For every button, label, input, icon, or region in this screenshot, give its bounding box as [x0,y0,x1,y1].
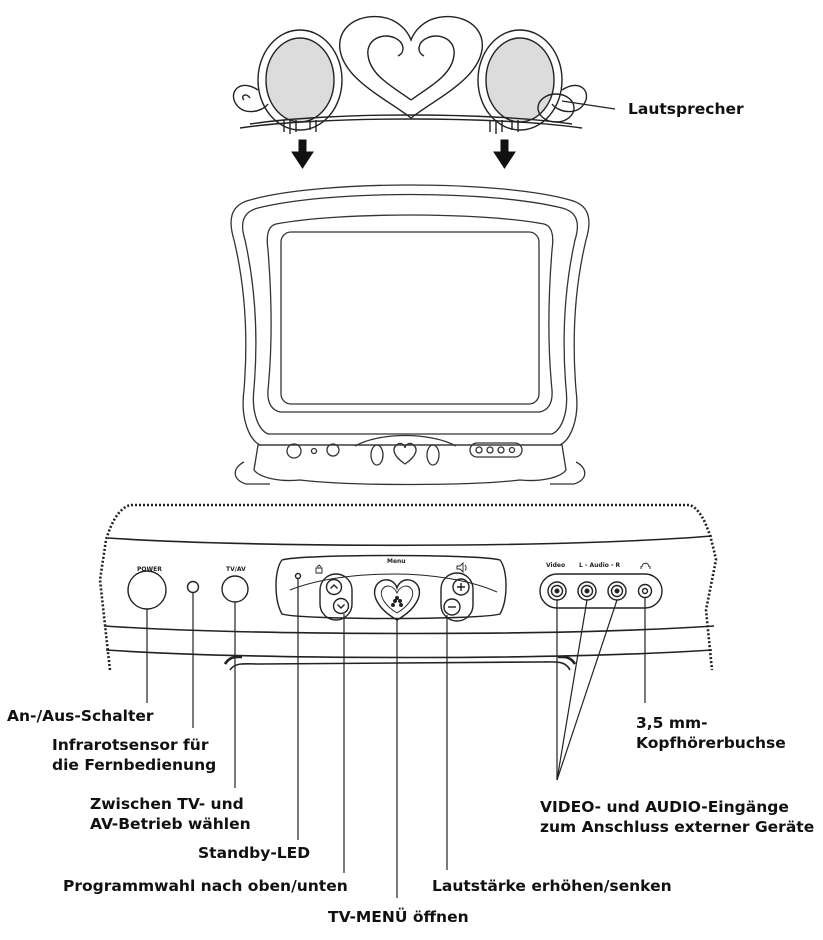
tv-set [230,184,590,486]
label-standby-led: Standby-LED [198,844,311,862]
speaker-volume-icon [456,561,467,574]
channel-rocker [319,573,353,621]
tv-screen-bezel [266,214,554,413]
menu-recess [275,554,507,620]
panel-dotted-border [98,503,718,671]
video-text: Video [546,562,565,569]
label-power-switch: An-/Aus-Schalter [7,707,154,725]
menu-heart-button [373,579,421,621]
callout-lines [146,579,646,898]
label-av-inputs-line2: zum Anschluss externer Geräte [540,818,815,836]
label-program-select: Programmwahl nach oben/unten [63,877,348,895]
tv-base [253,444,567,486]
speaker-right-grille [485,37,555,123]
speaker-assembly [232,15,588,134]
label-ir-sensor-line1: Infrarotsensor für [52,736,209,754]
channel-up-button [325,578,343,596]
standby-led [294,572,302,580]
speaker-right-housing [477,29,563,131]
speaker-callout-line [561,100,616,110]
jack-panel [539,573,663,609]
audio-text: L - Audio - R [579,562,621,569]
heart-ornament [339,15,483,119]
label-headphone: 3,5 mm- Kopfhörerbuchse [636,713,786,753]
ir-sensor [186,580,200,594]
speaker-left-housing [257,29,343,131]
label-speaker: Lautsprecher [628,100,744,118]
volume-down-button [443,598,461,616]
volume-rocker [440,572,474,622]
headphone-icon [640,562,651,569]
volume-up-button [452,578,470,596]
label-ir-sensor-line2: die Fernbedienung [52,756,217,774]
channel-icon [315,564,323,574]
tv-av-button [221,575,249,603]
label-headphone-line1: 3,5 mm- [636,714,708,732]
mount-arrows [291,139,516,169]
menu-text: Menu [387,558,406,565]
label-headphone-line2: Kopfhörerbuchse [636,734,786,752]
label-menu: TV-MENÜ öffnen [328,908,469,926]
label-ir-sensor: Infrarotsensor für die Fernbedienung [52,735,216,775]
label-av-inputs-line1: VIDEO- und AUDIO-Eingänge [540,798,789,816]
tv-screen [280,231,540,405]
label-volume: Lautstärke erhöhen/senken [432,877,672,895]
power-button-ring [127,570,167,610]
tvav-text: TV/AV [226,566,246,573]
speaker-left-grille [265,37,335,123]
channel-down-button [332,597,350,615]
power-text: POWER [137,566,162,573]
label-tv-av-line1: Zwischen TV- und [90,795,244,813]
label-av-inputs: VIDEO- und AUDIO-Eingänge zum Anschluss … [540,797,814,837]
label-tv-av: Zwischen TV- und AV-Betrieb wählen [90,794,251,834]
label-tv-av-line2: AV-Betrieb wählen [90,815,251,833]
headphone-jack [637,583,653,599]
tv-outer-frame [230,184,590,446]
